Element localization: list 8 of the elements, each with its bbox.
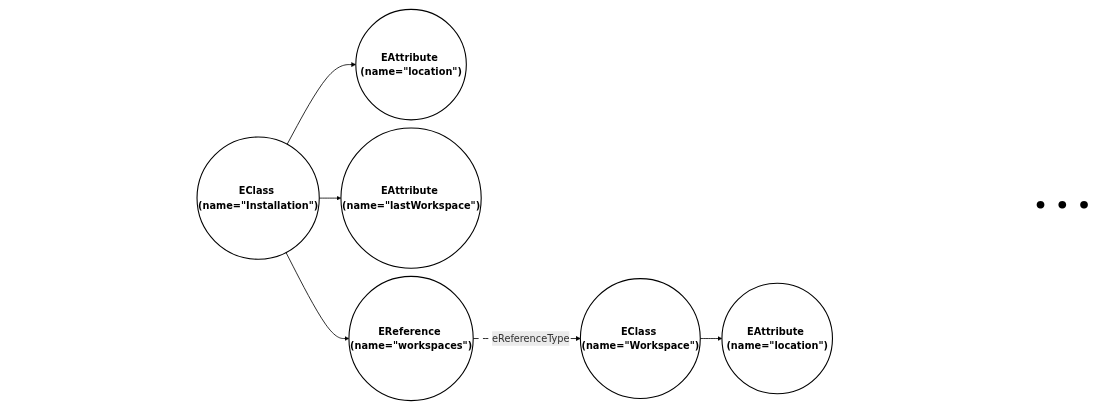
node-circle: EAttribute (name="lastWorkspace") <box>340 127 482 269</box>
node-circle: EReference (name="workspaces") <box>348 275 474 402</box>
node-circle: EAttribute (name="location") <box>355 8 467 121</box>
node-circle: EClass (name="Installation") <box>196 136 320 260</box>
edge-label: eReferenceType <box>492 332 570 345</box>
node-circle: EClass (name="Workspace") <box>579 278 701 399</box>
ellipsis-mark: • • • <box>1033 192 1091 218</box>
node-circle: EAttribute (name="location") <box>721 282 833 395</box>
